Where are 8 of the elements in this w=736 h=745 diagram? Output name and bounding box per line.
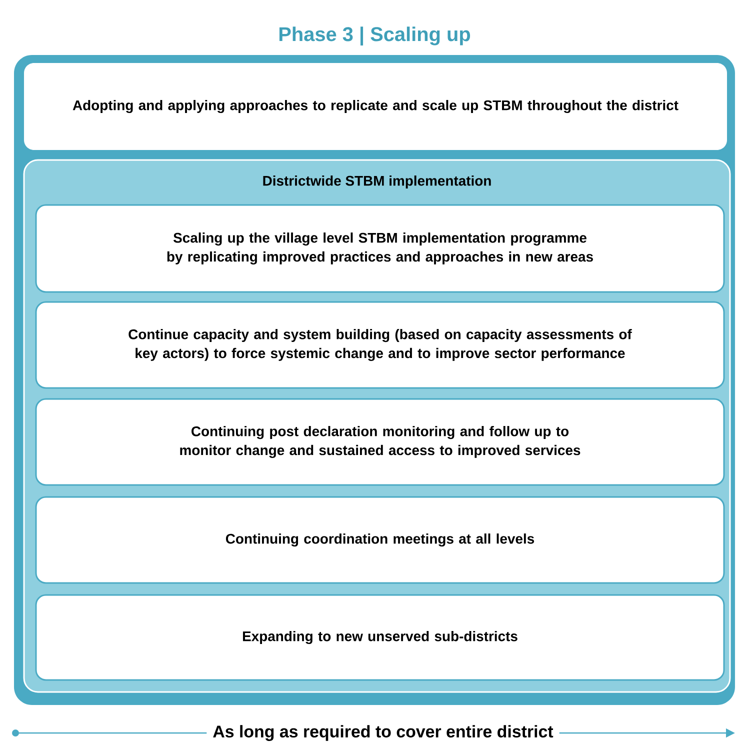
text-box: Scaling up the village level STBM implementation programme by replicating improved practices and approaches in new areas bbox=[35, 204, 725, 293]
timeline-label: As long as required to cover entire district bbox=[206, 723, 560, 743]
text-box: Continue capacity and system building (based on capacity assessments of key actors) to force systemic change and to improve sector performance bbox=[35, 301, 725, 389]
text-box: Continuing post declaration monitoring and follow up to monitor change and sustained access to improved services bbox=[35, 398, 725, 486]
text-box: Continuing coordination meetings at all levels bbox=[35, 496, 725, 584]
text-box: Expanding to new unserved sub-districts bbox=[35, 594, 725, 681]
text-box: Adopting and applying approaches to replicate and scale up STBM throughout the district bbox=[24, 63, 727, 150]
node-label: Phase 3 | Scaling up bbox=[279, 26, 470, 46]
